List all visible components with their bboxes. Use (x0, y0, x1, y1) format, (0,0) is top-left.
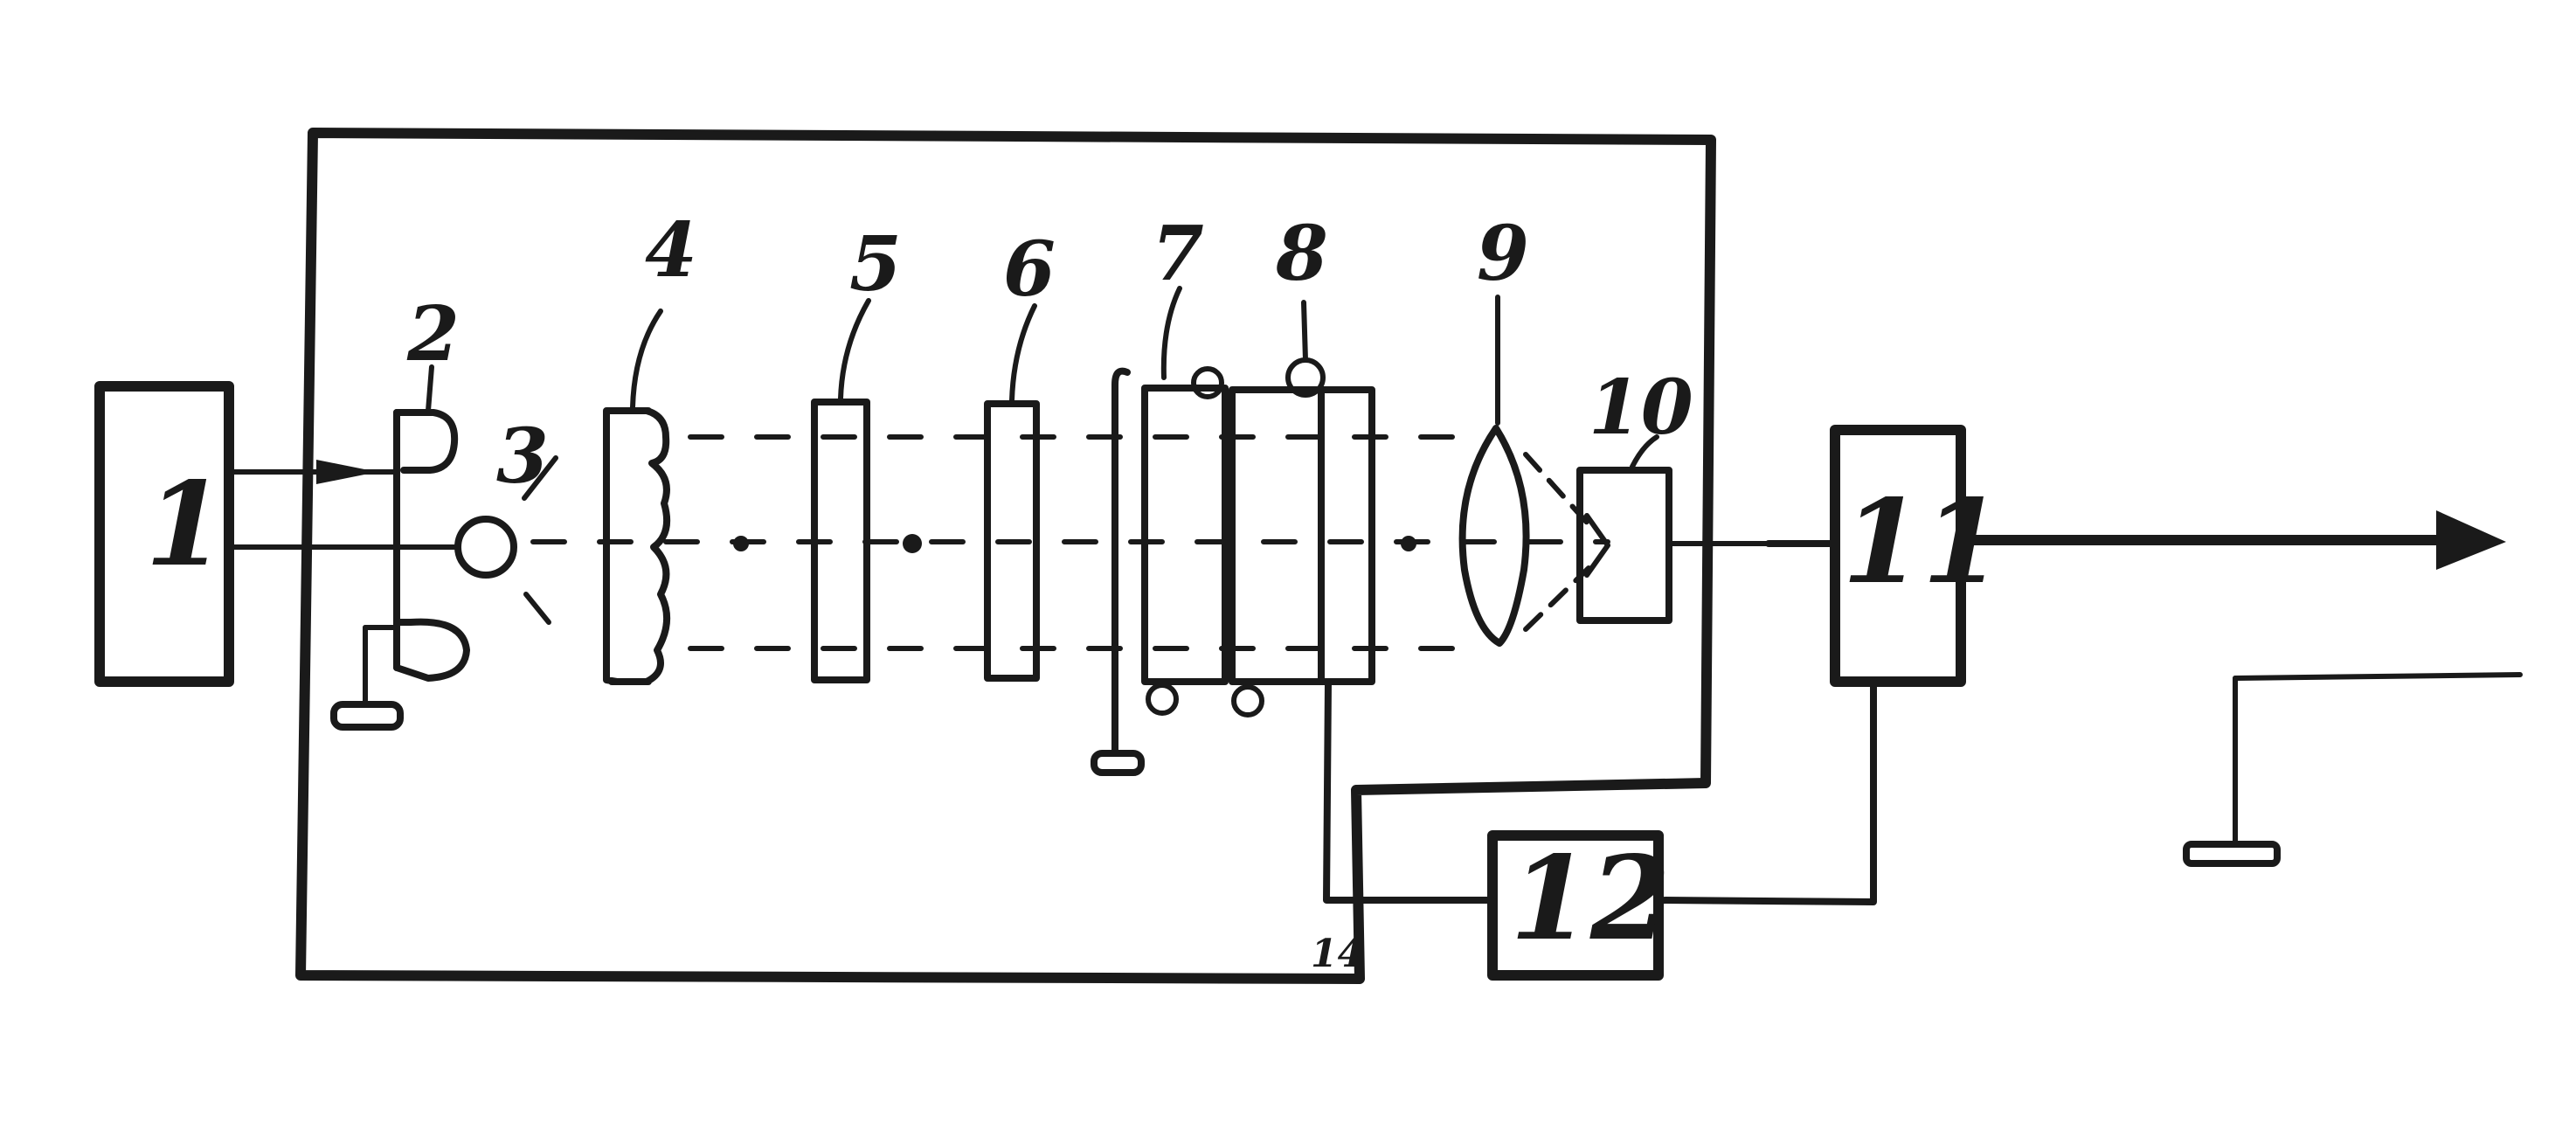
part-2-label: 2 (406, 290, 460, 378)
block-11 (1830, 425, 1966, 687)
part-2-leader (426, 364, 434, 413)
part-3-source (454, 516, 517, 579)
block-12 (1487, 830, 1664, 981)
right-ground-wire-h (2233, 672, 2523, 681)
part-6-leader (1009, 303, 1037, 403)
part-8-leader (1301, 300, 1308, 363)
part-9-lens (1458, 425, 1530, 647)
part-6-plate (984, 400, 1040, 682)
part-7-rod (1111, 367, 1131, 757)
part-8-frame (1229, 386, 1375, 685)
part-3-label: 3 (496, 412, 549, 501)
enclosure-mark: 14 (1311, 932, 1364, 976)
block-1 (94, 381, 234, 687)
part-7-leader (1160, 286, 1182, 380)
part-9-label: 9 (1477, 210, 1529, 298)
part-10-inner (1584, 513, 1610, 578)
part-7-frame (1141, 385, 1229, 685)
part-7-clip-bottom (1146, 683, 1179, 716)
axis-point-3 (1401, 536, 1416, 551)
part-3-ray-down (523, 592, 551, 625)
block-12-label: 12 (1510, 831, 1671, 967)
right-ground-icon (2183, 841, 2281, 867)
part-8-label: 8 (1275, 210, 1328, 298)
lead-upper-arrow (316, 460, 377, 484)
part-4-element (603, 407, 671, 685)
enclosure-housing (295, 128, 1716, 984)
part-2-ground-icon (330, 701, 404, 731)
part-5-plate (811, 399, 870, 683)
part-7-label: 7 (1152, 210, 1204, 298)
part-2-upper-electrode (393, 409, 459, 474)
part-10-leader (1630, 434, 1659, 469)
part-7-clip-top (1191, 366, 1224, 399)
wire-12-to-11 (1655, 678, 1877, 905)
part-10-detector (1576, 467, 1672, 624)
part-4-leader (630, 308, 663, 410)
part-5-label: 5 (849, 220, 902, 308)
block-1-label: 1 (145, 457, 225, 593)
part-2-lower-electrode (393, 618, 470, 682)
part-6-label: 6 (1003, 225, 1056, 314)
part-5-leader (838, 298, 871, 401)
part-8-clip-bottom (1231, 684, 1264, 718)
part-4-label: 4 (645, 206, 697, 295)
part-10-label: 10 (1589, 364, 1693, 452)
part-3-ray-up (522, 455, 558, 501)
axis-point-2 (903, 534, 922, 553)
wire-8-to-12 (1323, 678, 1496, 904)
output-arrow-icon (2436, 510, 2506, 570)
axis-point-1 (733, 536, 749, 551)
part-7-ground-icon (1091, 750, 1145, 776)
